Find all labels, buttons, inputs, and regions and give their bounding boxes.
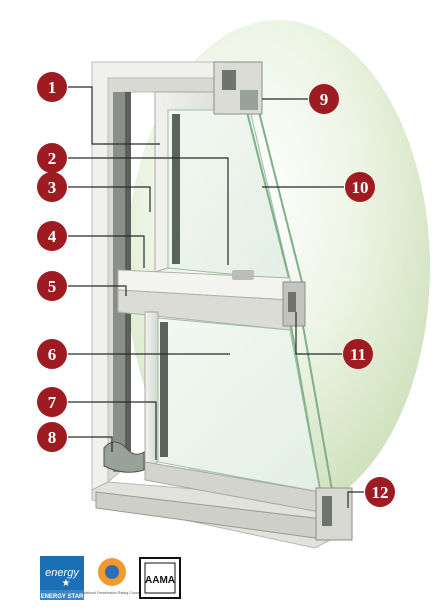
glass-panes	[245, 107, 333, 491]
svg-text:energy: energy	[45, 567, 80, 579]
callout-5: 5	[37, 271, 67, 301]
svg-text:11: 11	[350, 345, 366, 364]
svg-text:7: 7	[48, 393, 57, 412]
callout-4: 4	[37, 221, 67, 251]
callout-11: 11	[343, 339, 373, 369]
svg-text:5: 5	[48, 277, 57, 296]
callout-12: 12	[365, 477, 395, 507]
meeting-rail	[117, 269, 306, 331]
star-icon: ★	[62, 578, 71, 589]
callout-10: 10	[345, 172, 375, 202]
callout-6: 6	[37, 339, 67, 369]
aama-logo: AAMA	[139, 557, 181, 599]
callout-8: 8	[37, 422, 67, 452]
energy-star-logo: energy ★ ENERGY STAR	[40, 556, 84, 600]
callout-9: 9	[309, 84, 339, 114]
callout-2: 2	[37, 143, 67, 173]
svg-text:AAMA: AAMA	[145, 575, 175, 586]
svg-text:12: 12	[372, 483, 389, 502]
leader-lines	[68, 86, 364, 508]
svg-text:10: 10	[352, 178, 369, 197]
svg-text:National Fenestration Rating C: National Fenestration Rating Council	[83, 591, 142, 595]
svg-text:8: 8	[48, 428, 57, 447]
svg-text:6: 6	[48, 345, 57, 364]
callout-7: 7	[37, 387, 67, 417]
callout-1: 1	[37, 72, 67, 102]
svg-text:3: 3	[48, 178, 57, 197]
head-profile	[213, 61, 263, 115]
svg-text:2: 2	[48, 149, 57, 168]
svg-text:4: 4	[48, 227, 57, 246]
svg-text:1: 1	[48, 78, 57, 97]
svg-text:ENERGY STAR: ENERGY STAR	[41, 594, 84, 600]
svg-text:9: 9	[320, 90, 329, 109]
sill-profile	[95, 441, 353, 541]
callout-3: 3	[37, 172, 67, 202]
lower-sash	[144, 311, 321, 513]
nfrc-logo: National Fenestration Rating Council	[83, 558, 142, 595]
